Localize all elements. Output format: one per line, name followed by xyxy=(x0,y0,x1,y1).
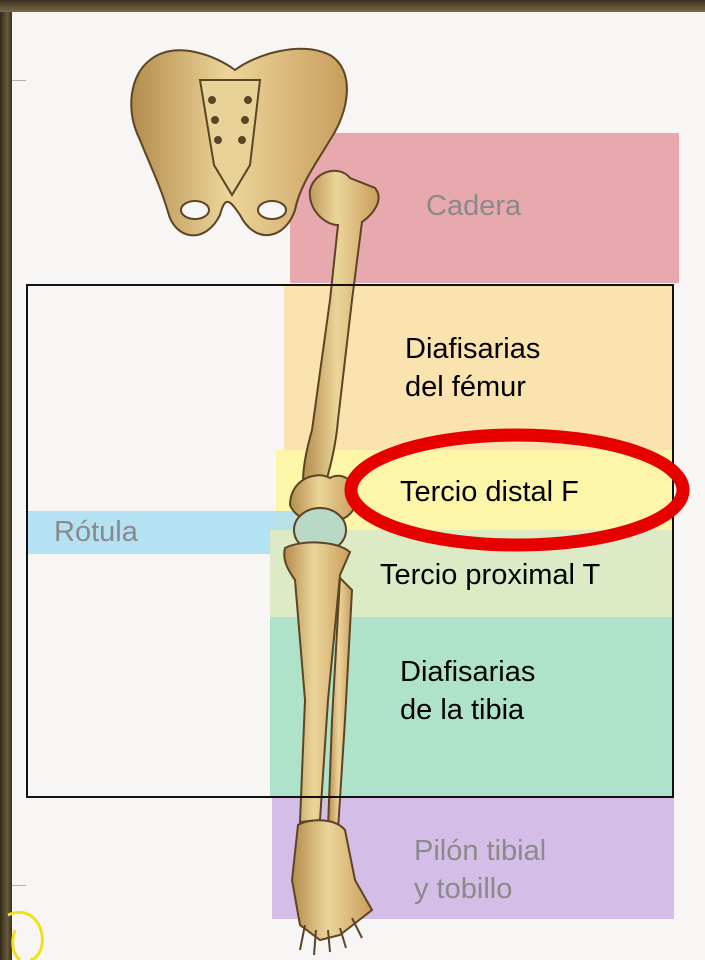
label-rotula: Rótula xyxy=(54,516,138,548)
foot-icon xyxy=(290,819,374,956)
knee-region-outline xyxy=(26,284,674,798)
label-tercio-distal: Tercio distal F xyxy=(400,476,579,508)
label-cadera: Cadera xyxy=(426,190,522,222)
panel-divider xyxy=(12,80,26,81)
label-pilon-tibial: Pilón tibial y tobillo xyxy=(414,835,547,905)
label-tercio-proximal: Tercio proximal T xyxy=(380,559,601,591)
pelvis-icon xyxy=(130,47,348,237)
panel-divider xyxy=(12,885,26,886)
label-diafisarias-femur: Diafisarias del fémur xyxy=(405,333,541,403)
slide-frame-top xyxy=(0,0,705,12)
slide-frame-left xyxy=(0,0,12,960)
label-diafisarias-tibia: Diafisarias de la tibia xyxy=(400,656,536,726)
